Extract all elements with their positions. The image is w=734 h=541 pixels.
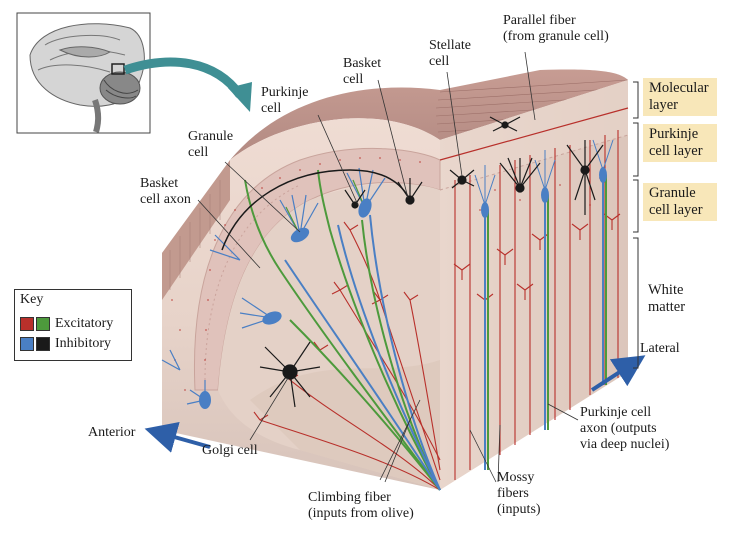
white-matter-label: White matter [648, 282, 686, 315]
anterior-label: Anterior [88, 425, 136, 440]
leader-lines [197, 51, 579, 483]
basket-cell-axon-label: Basket cell axon [140, 176, 191, 207]
parallel-fiber-label: Parallel fiber (from granule cell) [503, 13, 609, 44]
key-title: Key [20, 292, 44, 307]
mossy-fibers-side [453, 130, 621, 480]
basket-cell-label: Basket cell [343, 56, 382, 87]
purkinje-layer-label: Purkinje cell layer [643, 124, 717, 162]
legend-key: Key Excitatory Inhibitory [14, 289, 132, 361]
inhibitory-black-swatch [36, 337, 50, 351]
anterior-arrow [144, 421, 211, 453]
inhibitory-cells [221, 116, 604, 408]
inhibitory-label: Inhibitory [55, 336, 111, 351]
climbing-fiber-label: Climbing fiber (inputs from olive) [308, 490, 414, 521]
climbing-fibers [244, 169, 441, 491]
layer-brackets [633, 81, 639, 369]
mossy-fibers-label: Mossy fibers (inputs) [497, 470, 541, 517]
lateral-arrow [590, 355, 646, 392]
purkinje-cells-side [474, 139, 614, 470]
key-row-inhibitory: Inhibitory [20, 336, 111, 352]
granule-cell-label: Granule cell [188, 129, 234, 160]
stellate-cell-label: Stellate cell [429, 38, 471, 69]
zoom-arrow-head [228, 82, 252, 112]
excitatory-red-swatch [20, 317, 34, 331]
inhibitory-blue-swatch [20, 337, 34, 351]
key-row-excitatory: Excitatory [20, 316, 113, 332]
block-left-face [162, 160, 230, 300]
excitatory-label: Excitatory [55, 316, 114, 331]
block-top-surface [230, 69, 628, 160]
purkinje-cell-axon-label: Purkinje cell axon (outputs via deep nuc… [580, 405, 670, 452]
excitatory-green-swatch [36, 317, 50, 331]
parallel-fiber [439, 107, 629, 161]
purkinje-somata-front [199, 198, 372, 409]
purkinje-cell-label: Purkinje cell [261, 85, 309, 116]
granule-layer-label: Granule cell layer [643, 183, 717, 221]
molecular-layer-label: Molecular layer [643, 78, 717, 116]
lateral-label: Lateral [640, 341, 680, 356]
brain-inset [16, 12, 151, 134]
golgi-cell-label: Golgi cell [202, 443, 258, 458]
purkinje-cell-layer [439, 134, 629, 191]
zoom-arrow [123, 57, 244, 98]
